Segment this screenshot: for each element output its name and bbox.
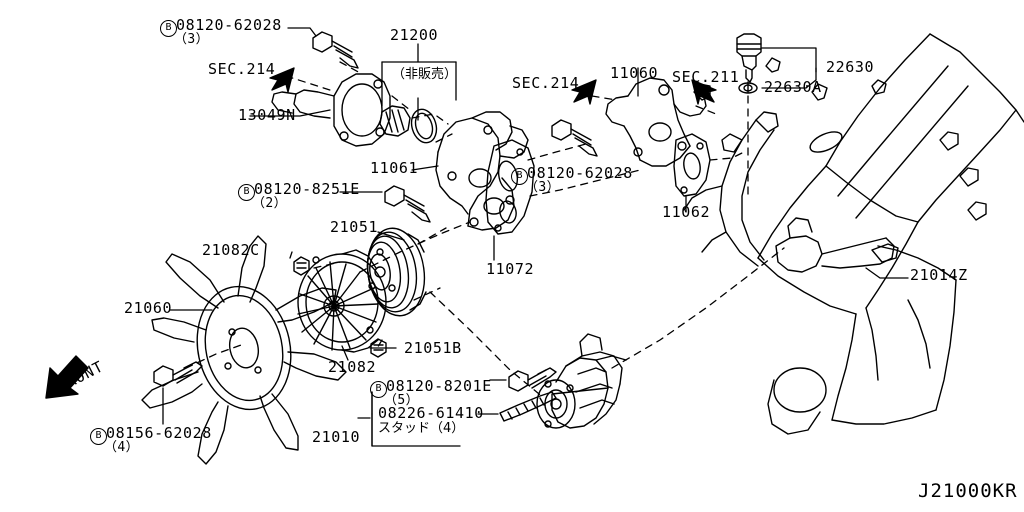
callout-sec-214-left: SEC.214 <box>208 60 276 78</box>
callout-08120-62028-upper-qty: （3） <box>174 32 210 47</box>
part-13049n-housing <box>271 73 391 147</box>
bolt-marker-b-62028-lower: B <box>90 428 107 445</box>
bolt-marker-b-upper: B <box>160 20 177 37</box>
callout-21010: 21010 <box>312 428 361 446</box>
assembly-dashed-lines <box>185 61 785 399</box>
callout-11061: 11061 <box>370 159 419 177</box>
front-arrow <box>45 355 89 399</box>
part-21200-thermostat <box>379 105 438 144</box>
part-21010-bracket <box>536 333 627 429</box>
part-21051-pulley <box>366 227 427 317</box>
part-22630a-oring <box>738 82 758 94</box>
part-11061-water-pump-body <box>435 111 529 231</box>
callout-22630: 22630 <box>826 58 875 76</box>
callout-11072: 11072 <box>486 260 535 278</box>
callout-21014z: 21014Z <box>910 266 968 284</box>
callout-22630a: 22630A <box>764 78 822 96</box>
callout-08120-8201e-qty: （5） <box>384 393 420 408</box>
callout-21051b: 21051B <box>404 339 462 357</box>
part-21082c-nut <box>293 256 310 276</box>
callout-21082c: 21082C <box>202 241 260 259</box>
callout-21082: 21082 <box>328 358 377 376</box>
callout-08156-62028-qty: （4） <box>104 440 140 455</box>
callout-08156-62028: 08156-62028 <box>106 424 212 442</box>
callout-08120-8251e-qty: （2） <box>252 196 288 211</box>
callout-stud-note: スタッド（4） <box>378 421 465 436</box>
part-11062-gasket <box>673 133 711 197</box>
callout-11060: 11060 <box>610 64 659 82</box>
callout-21060: 21060 <box>124 299 173 317</box>
callout-08120-62028-upper: 08120-62028 <box>176 16 282 34</box>
callout-sec-211: SEC.211 <box>672 68 740 86</box>
part-22630-temp-sensor <box>736 33 762 93</box>
part-21060-fan-blade <box>141 235 347 465</box>
bolt-08120-8251e <box>384 185 431 223</box>
callout-nonsale-note: （非販売） <box>392 67 458 82</box>
bolt-marker-b-8251e: B <box>238 184 255 201</box>
callout-21200: 21200 <box>390 26 439 44</box>
bolt-marker-b-mid: B <box>511 168 528 185</box>
callout-13049n: 13049N <box>238 106 296 124</box>
callout-08120-62028-mid-qty: （3） <box>525 180 561 195</box>
callout-21051: 21051 <box>330 218 379 236</box>
engine-block-illustration <box>683 33 1024 435</box>
callout-08226-61410: 08226-61410 <box>378 404 484 422</box>
bolt-08120-62028-mid <box>551 119 598 157</box>
stud-08226-61410 <box>499 391 557 422</box>
section-arrows <box>269 67 717 105</box>
callout-08120-62028-mid: 08120-62028 <box>527 164 633 182</box>
part-21082-fan-coupling <box>297 249 387 353</box>
bolt-marker-b-8201e: B <box>370 381 387 398</box>
bolt-08156-62028 <box>153 361 203 387</box>
callout-11062: 11062 <box>662 203 711 221</box>
callout-08120-8201e: 08120-8201E <box>386 377 492 395</box>
callout-08120-8251e: 08120-8251E <box>254 180 360 198</box>
bolt-08120-62028-upper <box>312 31 359 69</box>
callout-sec-214-mid: SEC.214 <box>512 74 580 92</box>
diagram-code: J21000KR <box>918 480 1018 502</box>
